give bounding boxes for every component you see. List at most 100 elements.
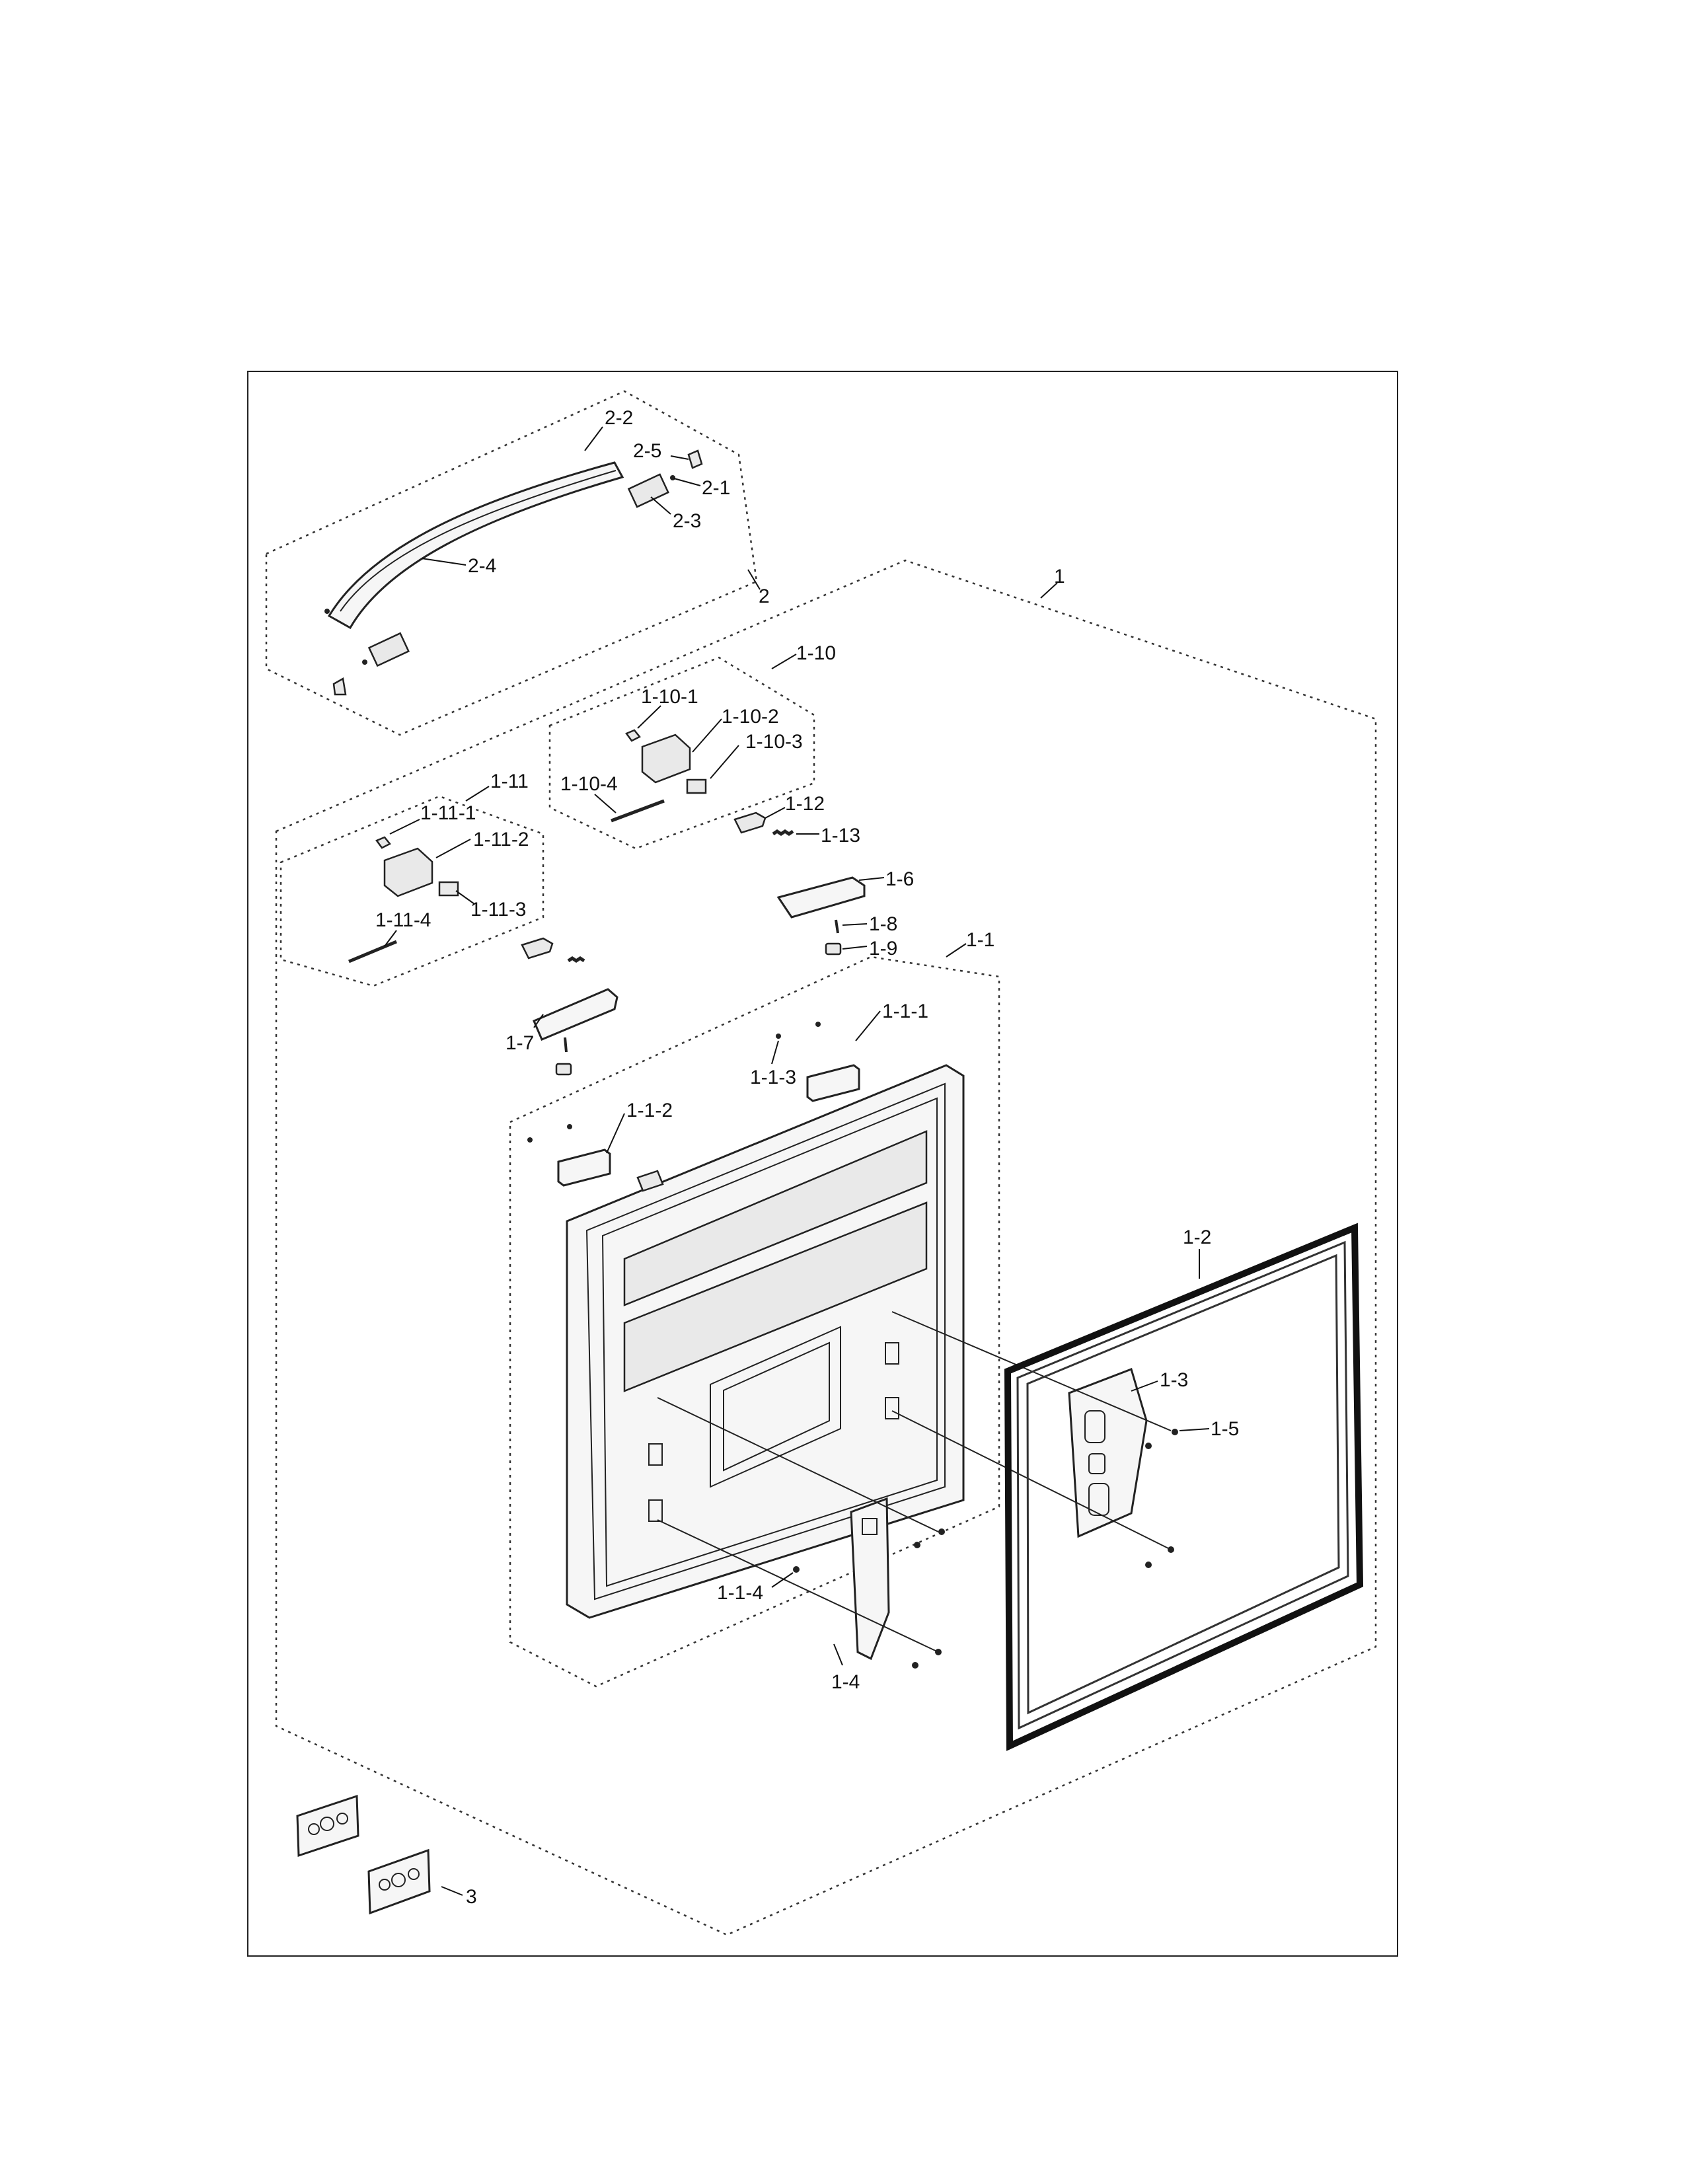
callout-2-1: 2-1 [702, 477, 730, 499]
callout-1-12: 1-12 [785, 793, 825, 815]
hinge-plate-a-hole2 [320, 1817, 334, 1831]
leader-1-9 [842, 946, 868, 950]
callout-1-10-4: 1-10-4 [560, 773, 618, 795]
leader-1-11-4 [384, 930, 397, 947]
stopper-bracket [733, 811, 767, 834]
screw-1-1-3b [815, 1022, 821, 1027]
door-slot-1 [648, 1443, 663, 1466]
door-top-tab [636, 1170, 664, 1192]
handle-bar-highlight [340, 470, 617, 612]
hinge-plate-a-hole3 [336, 1813, 348, 1825]
callout-1-1-4: 1-1-4 [717, 1582, 763, 1604]
handle-bar [327, 461, 624, 630]
nut-1-9 [825, 942, 842, 956]
handle-end-cap-left [367, 632, 410, 667]
leader-1-5 [1179, 1428, 1210, 1431]
door-gasket [1004, 1223, 1364, 1751]
hinge-cover-1-6 [776, 876, 866, 919]
nut-1-7 [555, 1063, 572, 1076]
screw-1-1-4 [793, 1566, 800, 1573]
callout-1-11-3: 1-11-3 [470, 899, 527, 921]
door-shelf-middle [623, 1201, 928, 1392]
callout-1: 1 [1054, 566, 1065, 587]
door-slot-4 [885, 1397, 899, 1419]
leader-1-10 [771, 654, 797, 669]
leader-2-5 [670, 455, 689, 460]
hinge-cover-left [438, 881, 459, 897]
callout-1-6: 1-6 [885, 868, 914, 890]
bracket-1-4-slot [862, 1518, 878, 1535]
door-gasket-inner [1016, 1240, 1349, 1730]
screw-1-4b [914, 1542, 920, 1548]
hinge-plate-a-hole1 [308, 1823, 320, 1835]
leader-1-1-3 [771, 1040, 779, 1065]
leader-1-12 [765, 807, 786, 819]
leader-1-1-1 [855, 1010, 881, 1041]
screw-1-3a [1145, 1443, 1152, 1449]
hinge-cover-right [686, 778, 707, 794]
spring [772, 829, 794, 837]
callout-1-4: 1-4 [831, 1671, 860, 1693]
hinge-plate-b-hole1 [379, 1879, 391, 1891]
hinge-cover-1-7 [533, 988, 618, 1041]
leader-1-1 [946, 943, 967, 958]
hinge-rod-left [348, 940, 397, 963]
spring-left [567, 956, 585, 963]
callout-1-1: 1-1 [966, 929, 994, 951]
leader-2-2 [584, 426, 603, 451]
screw-1-1-3a [776, 1034, 781, 1039]
screw-1-4d [912, 1662, 918, 1669]
callout-2-5: 2-5 [633, 440, 661, 462]
hinge-housing-right [641, 734, 691, 784]
leader-2-1 [673, 478, 701, 486]
callout-2-2: 2-2 [605, 407, 633, 429]
leader-1-11-2 [435, 839, 471, 858]
callout-1-7: 1-7 [506, 1032, 534, 1054]
door-gasket-inner-2 [1026, 1254, 1340, 1715]
leader-1-10-2 [692, 718, 722, 753]
bracket-1-1-1 [806, 1064, 860, 1102]
screw-1-1-2a [527, 1137, 533, 1143]
bracket-1-3-slot1 [1084, 1410, 1105, 1443]
screw-1-3c [1145, 1562, 1152, 1568]
leader-3 [441, 1886, 463, 1896]
leader-1-11-3 [455, 890, 475, 905]
hinge-housing-left [383, 847, 433, 897]
leader-1-1-2 [606, 1113, 625, 1154]
door-slot-3 [885, 1342, 899, 1365]
assembly-line-2 [891, 1410, 1172, 1550]
leader-1-7 [533, 1014, 544, 1028]
callout-1-10: 1-10 [796, 642, 836, 664]
leader-2-3 [650, 496, 671, 515]
callout-1-10-2: 1-10-2 [722, 706, 779, 728]
leader-1-11 [465, 786, 490, 802]
callout-3: 3 [466, 1886, 477, 1908]
hinge-plate-b [367, 1848, 431, 1915]
assembly-line-3 [657, 1397, 939, 1532]
group-1-10-outline [548, 656, 815, 850]
callout-2-4: 2-4 [468, 555, 496, 577]
hinge-plate-b-hole2 [391, 1873, 406, 1887]
hinge-plate-b-hole3 [408, 1868, 420, 1880]
handle-screw [670, 475, 675, 480]
handle-clip [687, 449, 703, 469]
screw-1-4a [938, 1528, 945, 1535]
handle-cap-small [332, 677, 347, 696]
callout-1-11-4: 1-11-4 [375, 909, 431, 931]
callout-1-3: 1-3 [1160, 1369, 1188, 1391]
hinge-rod-right [611, 799, 665, 823]
callout-1-1-1: 1-1-1 [882, 1000, 928, 1022]
callout-1-13: 1-13 [821, 825, 860, 847]
group-2-outline [265, 390, 758, 736]
hinge-plate-a [296, 1794, 359, 1858]
bracket-1-4 [850, 1497, 890, 1661]
door-liner-inner [585, 1082, 946, 1600]
callout-1-10-3: 1-10-3 [745, 731, 803, 753]
leader-1-8 [842, 923, 868, 926]
leader-1-11-1 [389, 819, 420, 835]
leader-1-3 [1131, 1380, 1158, 1392]
door-shelf-top [623, 1130, 928, 1306]
handle-screw-2 [362, 659, 367, 665]
callout-1-11: 1-11 [490, 771, 529, 792]
